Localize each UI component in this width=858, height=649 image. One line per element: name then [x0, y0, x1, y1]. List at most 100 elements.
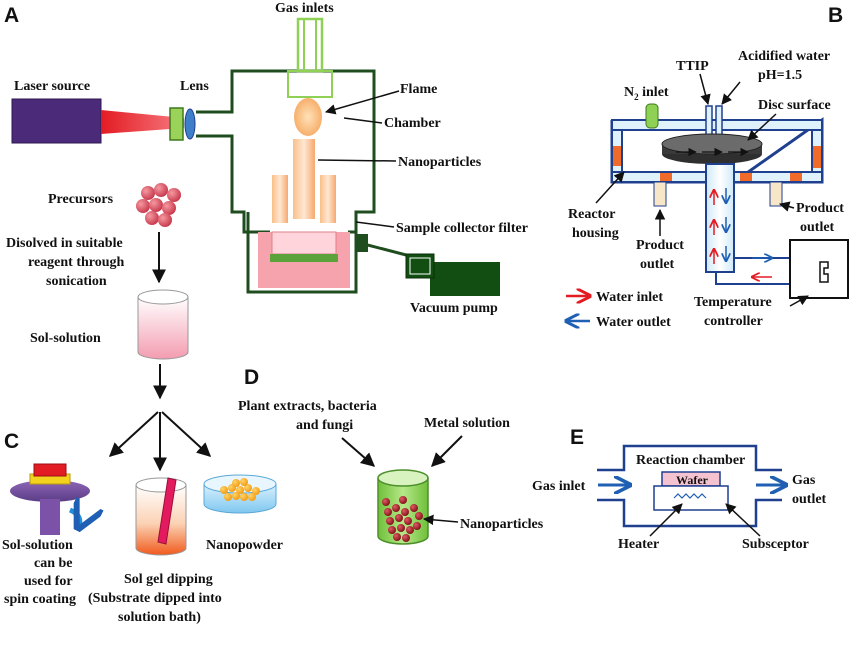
- product-outlet-right-label-line2: outlet: [800, 220, 835, 235]
- nanoparticle-rod-center: [293, 139, 315, 219]
- precursors-label: Precursors: [48, 192, 114, 207]
- heater-label: Heater: [618, 537, 659, 552]
- vacuum-pump-motor-inner: [409, 257, 431, 275]
- sol-solution-label: Sol-solution: [30, 331, 101, 346]
- dip-substrate: [157, 477, 177, 545]
- gas-inlet-tube-inner: [303, 18, 317, 72]
- product-outlet-left-label-line2: outlet: [640, 257, 675, 272]
- acidified-pointer: [721, 81, 741, 105]
- panel-d: D Plant extracts, bacteria and fungi Met…: [238, 366, 544, 545]
- disc-surface-label: Disc surface: [758, 98, 831, 113]
- reaction-chamber-label: Reaction chamber: [636, 453, 745, 468]
- gas-inlets-label: Gas inlets: [275, 1, 334, 16]
- panel-a: A Laser source Lens Gas inlets Flame Cha…: [4, 1, 528, 316]
- product-outlet-right-label-line1: Product: [796, 201, 844, 216]
- vacuum-pump-body: [430, 262, 500, 296]
- chamber-pointer: [343, 117, 383, 124]
- laser-beam: [101, 110, 184, 134]
- reactor-hot-floor-2: [740, 173, 752, 181]
- temperature-controller-label-line2: controller: [704, 314, 763, 329]
- spin-label-line3: used for: [24, 574, 73, 589]
- legend-water-outlet-label: Water outlet: [596, 315, 671, 330]
- panel-e: E Reaction chamber Wafer Gas inlet Gas o…: [532, 426, 827, 552]
- subsceptor-pointer: [725, 503, 761, 537]
- laser-source-label: Laser source: [14, 79, 90, 94]
- nanoparticles-pointer-a: [317, 159, 397, 162]
- nanoparticle-rod-right: [320, 175, 336, 223]
- panel-label-e: E: [570, 426, 584, 449]
- controller-pipe-bottom: [715, 272, 790, 285]
- spin-label-line1: Sol-solution: [2, 538, 73, 553]
- nanoparticles-pointer-d: [422, 514, 459, 526]
- ttip-label: TTIP: [676, 59, 709, 74]
- reactor-hot-left: [613, 146, 621, 166]
- flame: [294, 98, 322, 136]
- acidified-label-line2: pH=1.5: [758, 68, 802, 83]
- gas-inlet-tube-outer: [296, 17, 324, 73]
- nanoparticles-label-a: Nanoparticles: [398, 155, 482, 170]
- nanoparticles-label-d: Nanoparticles: [460, 517, 544, 532]
- reactor-housing-label-line1: Reactor: [568, 207, 615, 222]
- arrow-to-nanopowder: [161, 411, 212, 457]
- gas-outlet-label-line2: outlet: [792, 492, 827, 507]
- nanopowder-label: Nanopowder: [206, 538, 283, 553]
- dissolved-label-line2: reagent through: [28, 255, 125, 270]
- sol-solution-cylinder: [137, 297, 189, 360]
- product-outlet-left-tube: [653, 181, 667, 207]
- panel-b: B N2 inlet TTIP Acidified water pH=1.5 D…: [566, 4, 849, 330]
- flame-label: Flame: [400, 82, 437, 97]
- arrow-to-spin: [108, 411, 159, 457]
- green-beaker-top: [377, 469, 429, 487]
- heater-pointer: [649, 503, 683, 537]
- lens-glass: [184, 108, 196, 140]
- reactor-hot-floor-1: [660, 173, 672, 181]
- spin-label-line4: spin coating: [4, 592, 76, 607]
- temperature-controller-box: [789, 239, 849, 299]
- laser-source-box: [11, 98, 102, 144]
- filter-mesh: [270, 254, 338, 262]
- temperature-controller-coil: [819, 261, 829, 283]
- n2-inlet-label: N2 inlet: [624, 85, 669, 102]
- heater-coil: [673, 493, 707, 499]
- dip-beaker-top: [135, 477, 187, 493]
- reactor-housing-label-line2: housing: [572, 226, 619, 241]
- lens-holder: [169, 107, 184, 141]
- nanoparticle-rod-left: [272, 175, 288, 223]
- nanopowder-particles: [220, 478, 260, 501]
- green-beaker-nanoparticles: [382, 496, 423, 542]
- precursor-spheres: [136, 183, 181, 227]
- panel-label-a: A: [4, 4, 19, 27]
- dissolved-label-line3: sonication: [46, 274, 107, 289]
- ttip-tube: [705, 105, 713, 137]
- shaft: [705, 163, 735, 273]
- gas-inlet-label: Gas inlet: [532, 479, 586, 494]
- spin-label-line2: can be: [34, 556, 73, 571]
- plant-extracts-label-line2: and fungi: [296, 418, 353, 433]
- acidified-label-line1: Acidified water: [738, 49, 830, 64]
- subsceptor-label: Subsceptor: [742, 537, 809, 552]
- vacuum-pump-label: Vacuum pump: [410, 301, 498, 316]
- chamber-label: Chamber: [384, 116, 441, 131]
- gas-inlet-nozzle: [287, 70, 333, 98]
- filter-block: [271, 231, 337, 255]
- dip-label-line3: solution bath): [118, 610, 201, 625]
- gas-outlet-label-line1: Gas: [792, 473, 816, 488]
- temperature-controller-label-line1: Temperature: [694, 295, 772, 310]
- dip-label-line1: Sol gel dipping: [124, 572, 213, 587]
- sample-collector-filter-label: Sample collector filter: [396, 221, 528, 236]
- subsceptor: [653, 485, 729, 511]
- disc-surface-pointer: [747, 113, 777, 141]
- lens-label: Lens: [180, 79, 209, 94]
- flame-pointer: [324, 90, 400, 115]
- reactor-housing-floor-left: [611, 171, 707, 183]
- reactor-hot-floor-3: [790, 173, 802, 181]
- panel-label-b: B: [828, 4, 843, 27]
- reactor-housing-pointer: [595, 171, 625, 204]
- metal-solution-label: Metal solution: [424, 416, 510, 431]
- n2-inlet-tube: [645, 103, 659, 129]
- panel-label-d: D: [244, 366, 259, 389]
- panel-label-c: C: [4, 430, 19, 453]
- arrow-plant-to-beaker: [341, 437, 376, 467]
- wafer-label: Wafer: [676, 473, 709, 487]
